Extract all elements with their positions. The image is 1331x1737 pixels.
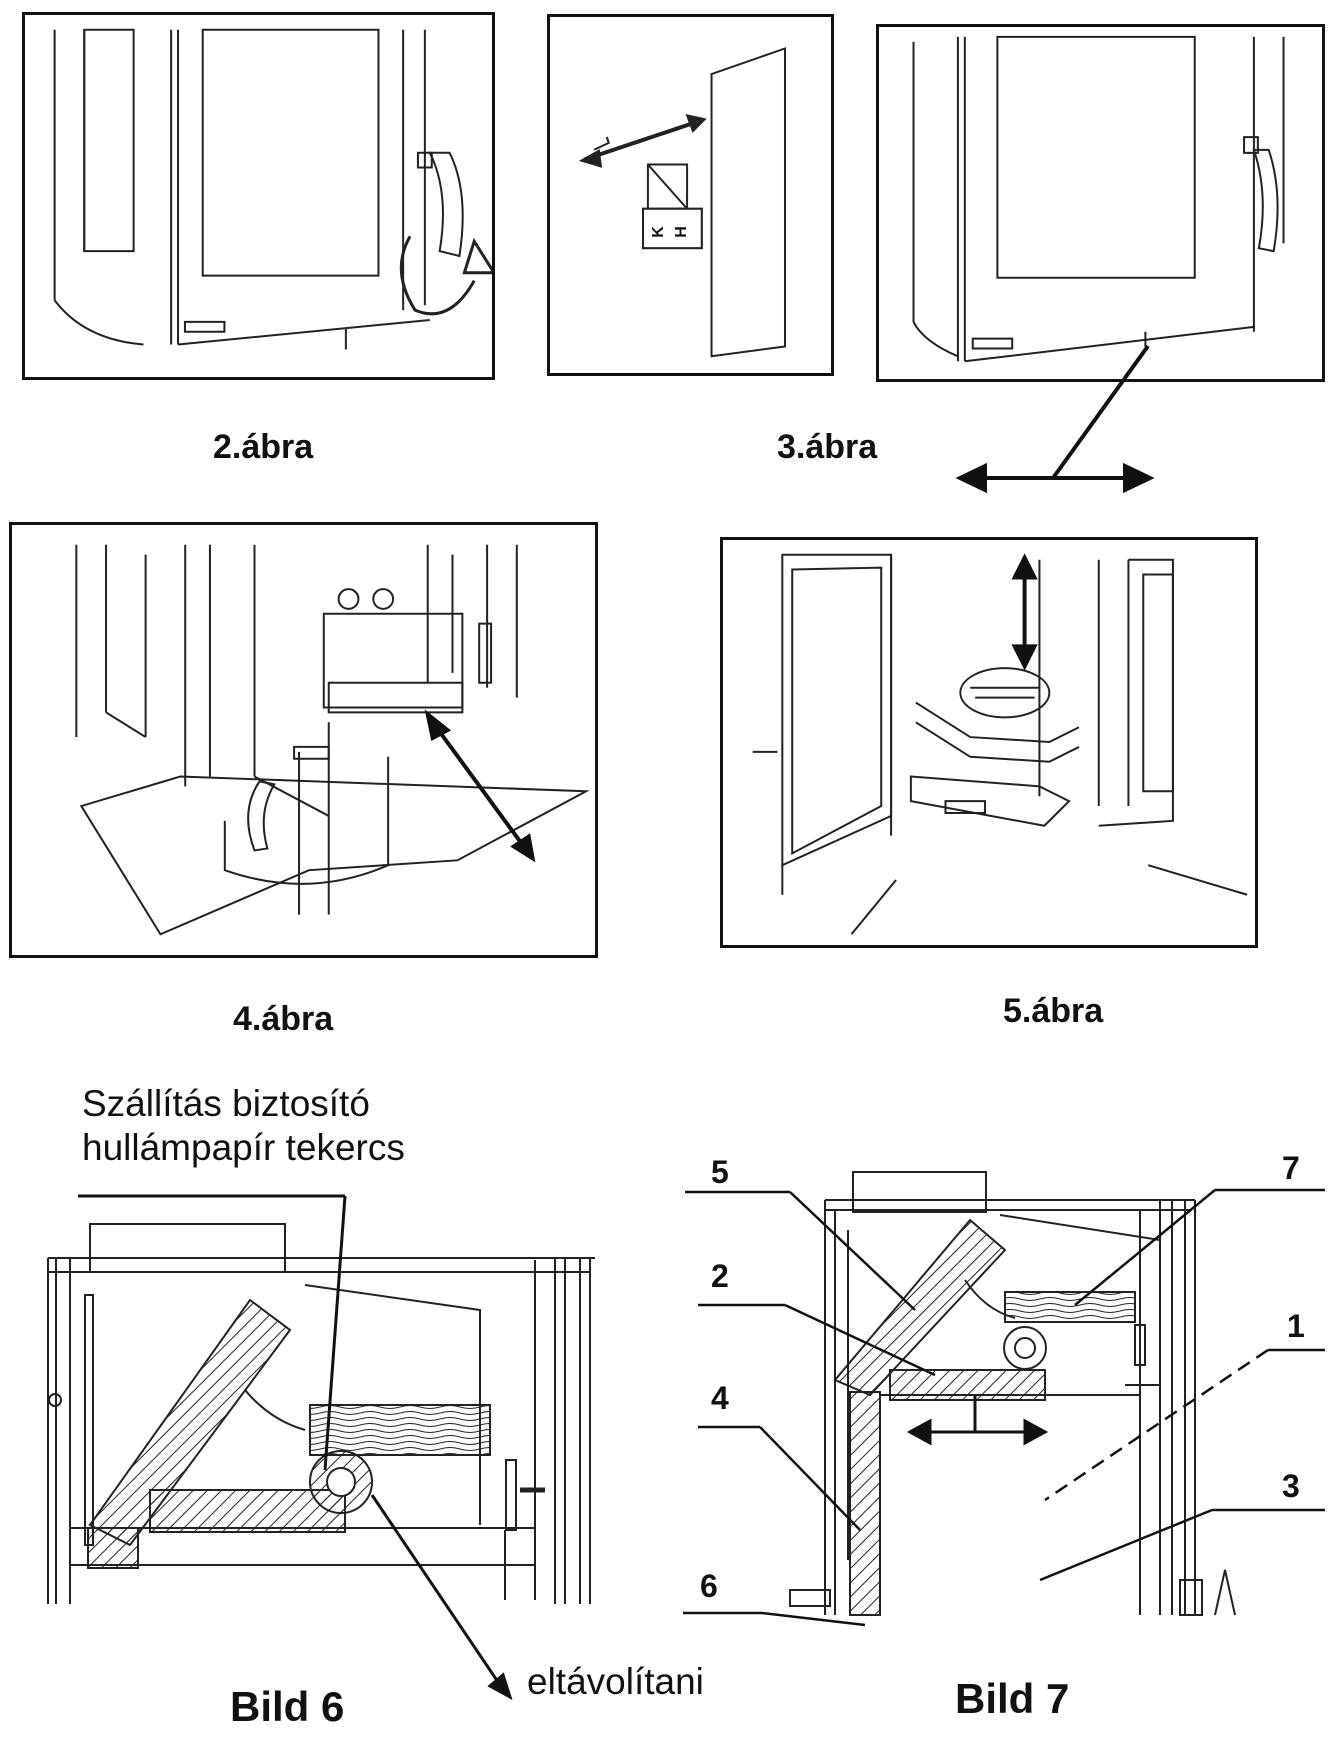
bild7-callout-5: 5	[711, 1154, 729, 1190]
figure-4-caption: 4.ábra	[233, 1000, 334, 1038]
bild6-remove-label: eltávolítani	[527, 1661, 704, 1702]
bild7-callout-7: 7	[1282, 1150, 1300, 1186]
figure-2-panel	[22, 12, 495, 380]
figure-2-caption: 2.ábra	[213, 428, 314, 466]
figure-3a-drawing	[550, 17, 831, 373]
label-plate-letter-right: H	[672, 226, 690, 238]
figure-4-drawing	[12, 525, 595, 955]
figure-2-drawing	[25, 15, 492, 377]
bild7-callout-3: 3	[1282, 1468, 1300, 1504]
figure-3b-drawing	[879, 27, 1322, 379]
bild7-title: Bild 7	[955, 1675, 1070, 1722]
bild7-callout-6: 6	[700, 1568, 718, 1604]
figure-5-caption: 5.ábra	[1003, 992, 1104, 1030]
bild7-callout-2: 2	[711, 1258, 729, 1294]
figure-5-panel	[720, 537, 1258, 948]
bild7-callout-4: 4	[711, 1380, 729, 1416]
bild6-note: Szállítás biztosító hullámpapír tekercs	[82, 1082, 405, 1170]
bild6-note-line-1: Szállítás biztosító	[82, 1083, 370, 1124]
figure-3-panel-b	[876, 24, 1325, 382]
bild6-title: Bild 6	[230, 1683, 345, 1730]
figure-3-caption: 3.ábra	[777, 428, 878, 466]
figure-4-panel	[9, 522, 598, 958]
bild6-note-line-2: hullámpapír tekercs	[82, 1127, 405, 1168]
figure-5-drawing	[723, 540, 1255, 945]
bild7-callout-1: 1	[1287, 1308, 1305, 1344]
label-plate-letter-left: K	[649, 226, 667, 238]
figure-3-panel-a: K H	[547, 14, 834, 376]
